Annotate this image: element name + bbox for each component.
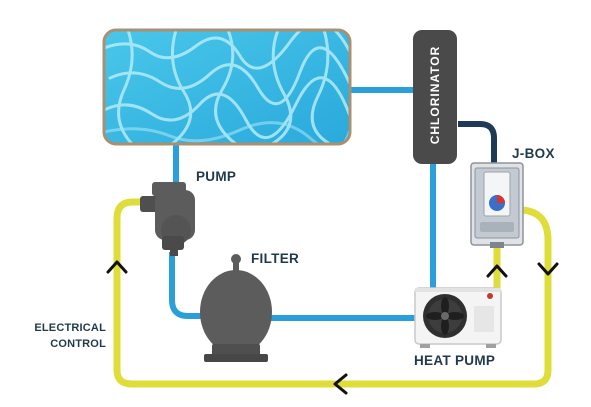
electrical-control-label: ELECTRICAL CONTROL bbox=[14, 320, 106, 352]
jbox-icon bbox=[470, 162, 524, 248]
jbox-cable bbox=[458, 121, 497, 164]
arrow-up-icon bbox=[486, 264, 508, 278]
heat-pump-label: HEAT PUMP bbox=[414, 353, 496, 368]
electrical-wire-loop bbox=[113, 198, 552, 388]
arrow-left-icon bbox=[333, 373, 348, 395]
chlorinator-label-box: CHLORINATOR bbox=[413, 30, 457, 160]
chlorinator-label: CHLORINATOR bbox=[428, 45, 442, 145]
electrical-control-line1: ELECTRICAL bbox=[34, 322, 106, 334]
chlorinator-icon bbox=[413, 30, 457, 164]
jbox-label: J-BOX bbox=[512, 146, 555, 161]
heat-pump-icon bbox=[414, 287, 502, 348]
electrical-control-line2: CONTROL bbox=[50, 338, 106, 350]
filter-icon bbox=[200, 254, 272, 362]
pump-icon bbox=[140, 182, 195, 256]
pool-icon bbox=[102, 28, 352, 146]
filter-label: FILTER bbox=[251, 251, 300, 266]
arrow-down-icon bbox=[537, 262, 559, 276]
arrow-up-icon bbox=[106, 260, 128, 274]
pump-label: PUMP bbox=[196, 169, 237, 184]
water-pipe-pump-filter bbox=[169, 252, 208, 319]
